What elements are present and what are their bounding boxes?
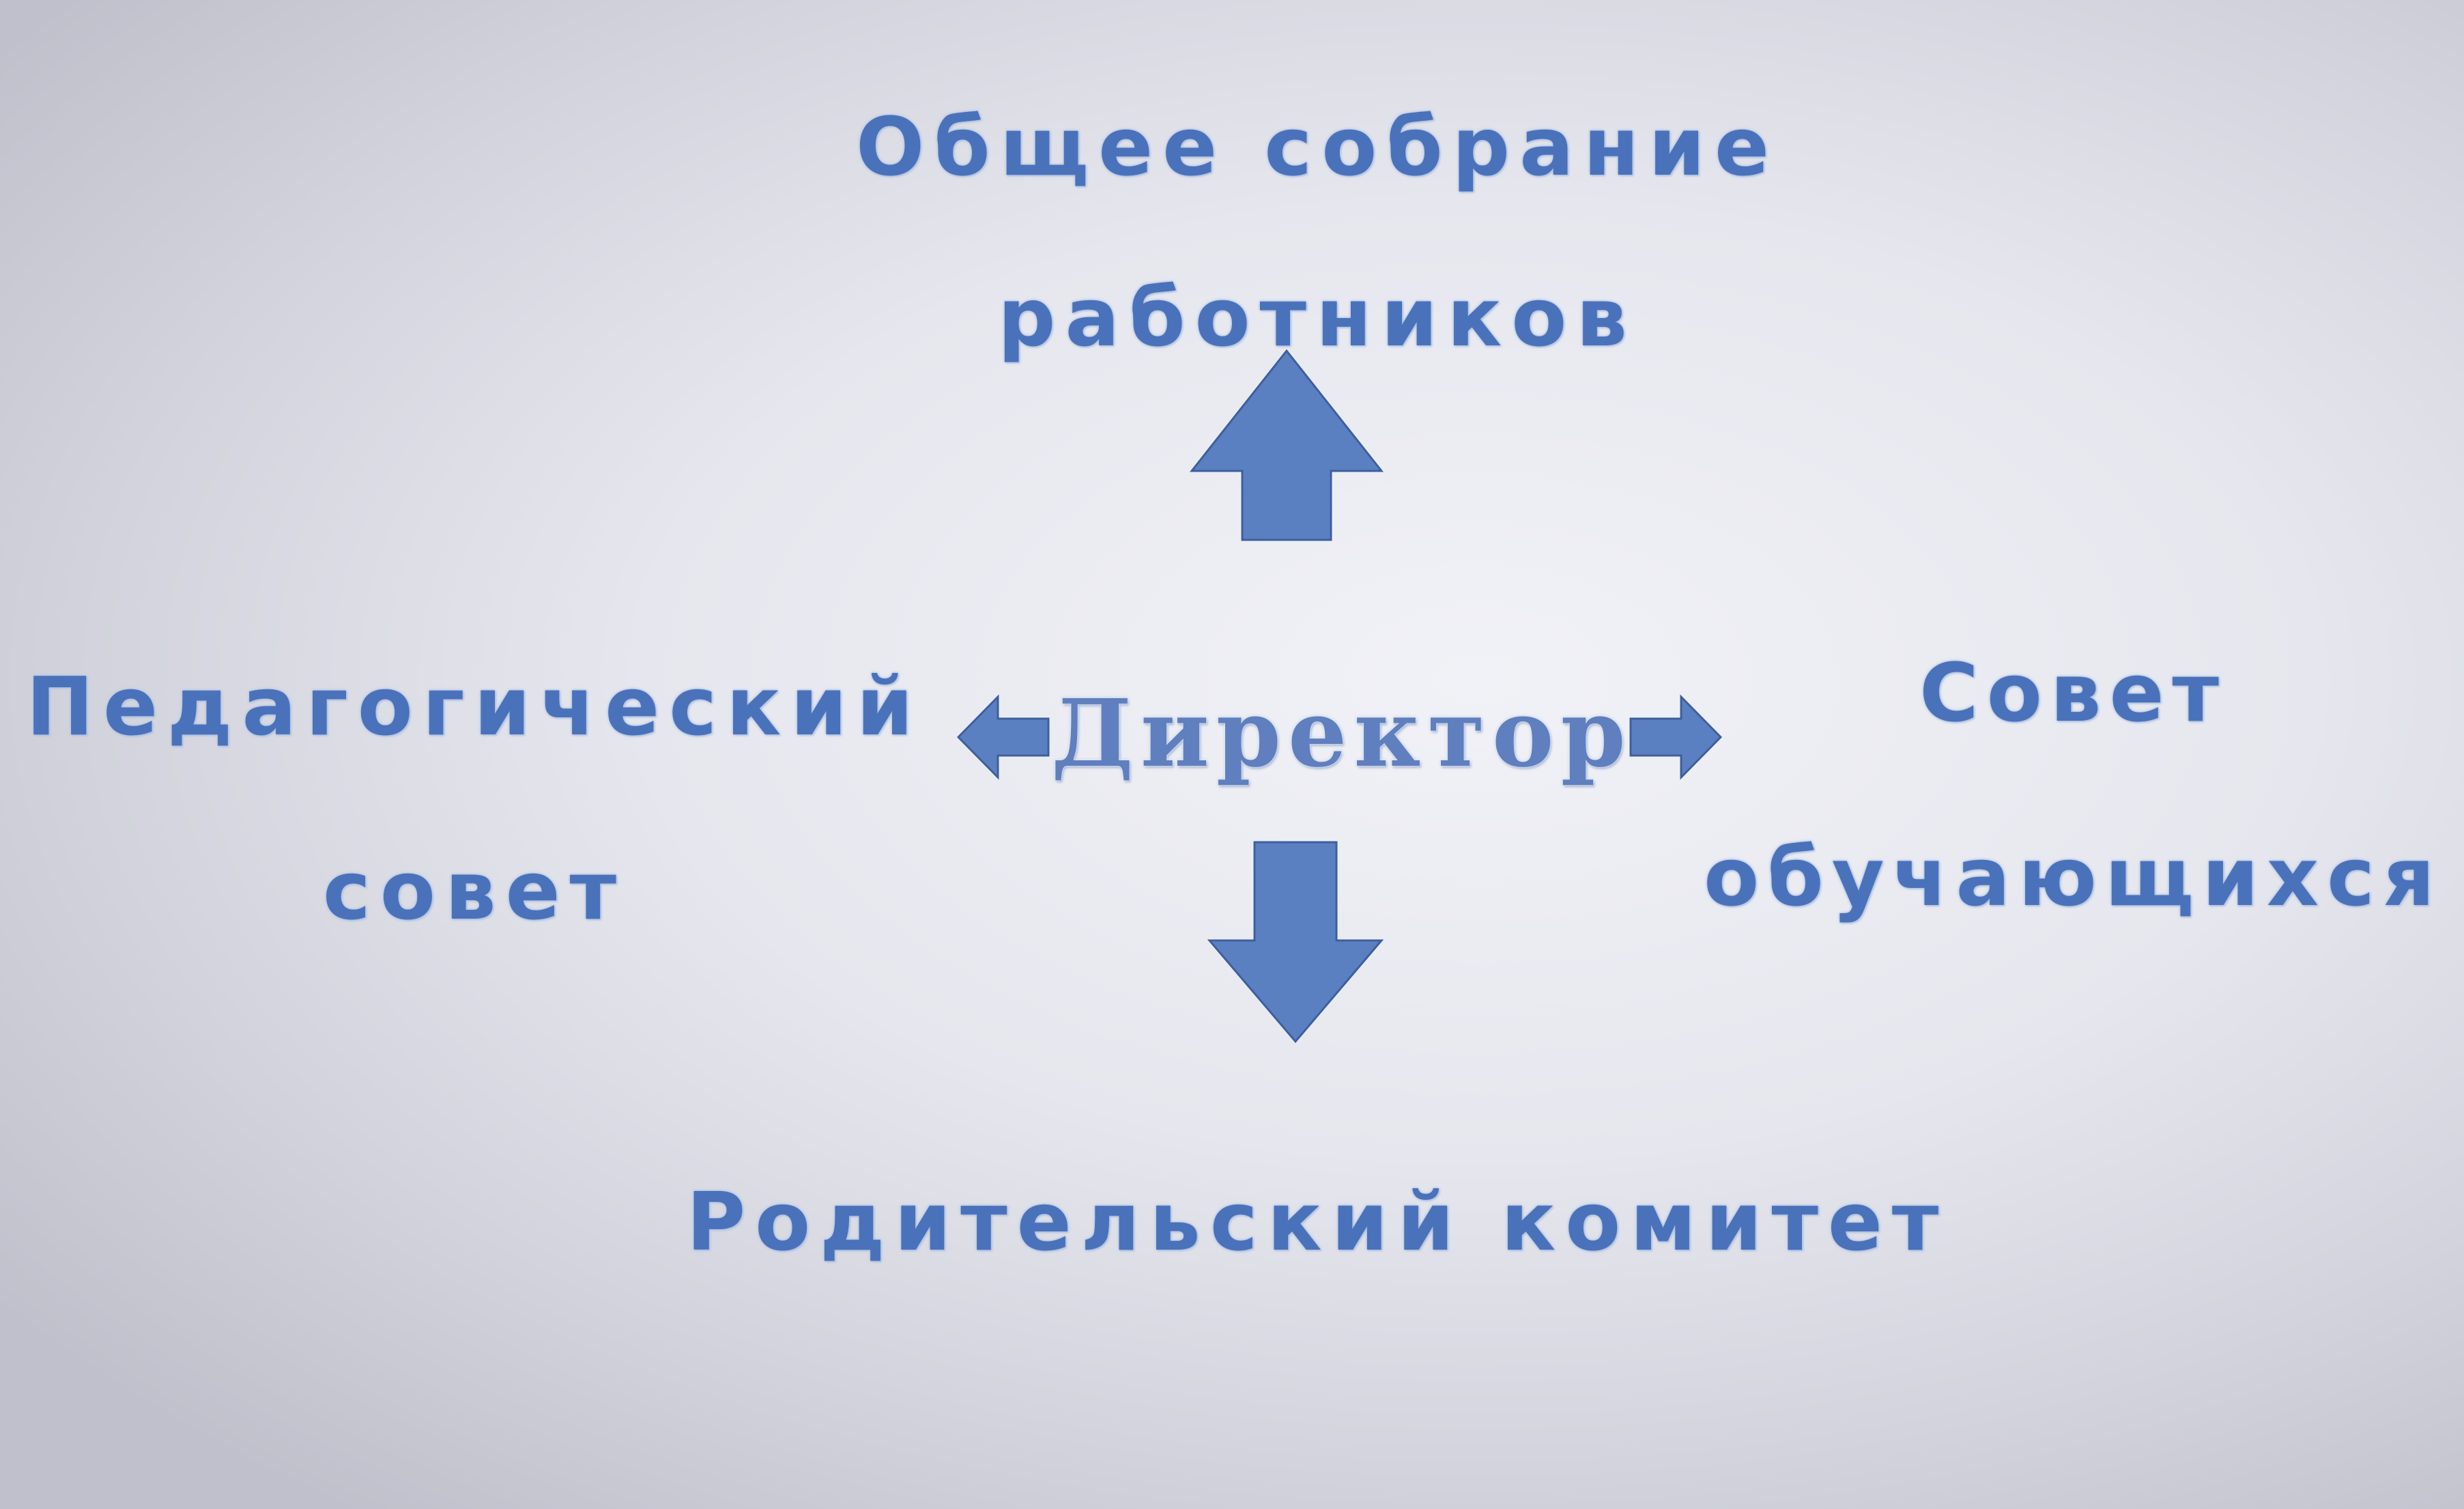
student-council-node: Совет обучающихся: [1693, 601, 2454, 969]
general-meeting-label-line-1: Общее собрание: [855, 100, 1779, 194]
parent-committee-node: Родительский комитет: [669, 1174, 1966, 1269]
pedagogical-council-label-line-2: совет: [322, 844, 627, 938]
director-label: Директор: [1051, 679, 1633, 788]
parent-committee-label: Родительский комитет: [686, 1175, 1949, 1269]
arrow-up-icon: [1189, 349, 1384, 541]
general-meeting-node: Общее собрание работников: [846, 61, 1788, 403]
pedagogical-council-label-line-1: Педагогический: [26, 659, 923, 753]
pedagogical-council-node: Педагогический совет: [7, 614, 942, 983]
student-council-label-line-1: Совет: [1919, 646, 2227, 740]
arrow-right-icon: [1629, 694, 1723, 780]
arrow-down-icon: [1207, 841, 1384, 1044]
arrow-left-icon: [956, 694, 1050, 780]
general-meeting-label-line-2: работников: [998, 270, 1637, 364]
director-node: Директор: [1051, 676, 1633, 792]
student-council-label-line-2: обучающихся: [1704, 830, 2443, 924]
